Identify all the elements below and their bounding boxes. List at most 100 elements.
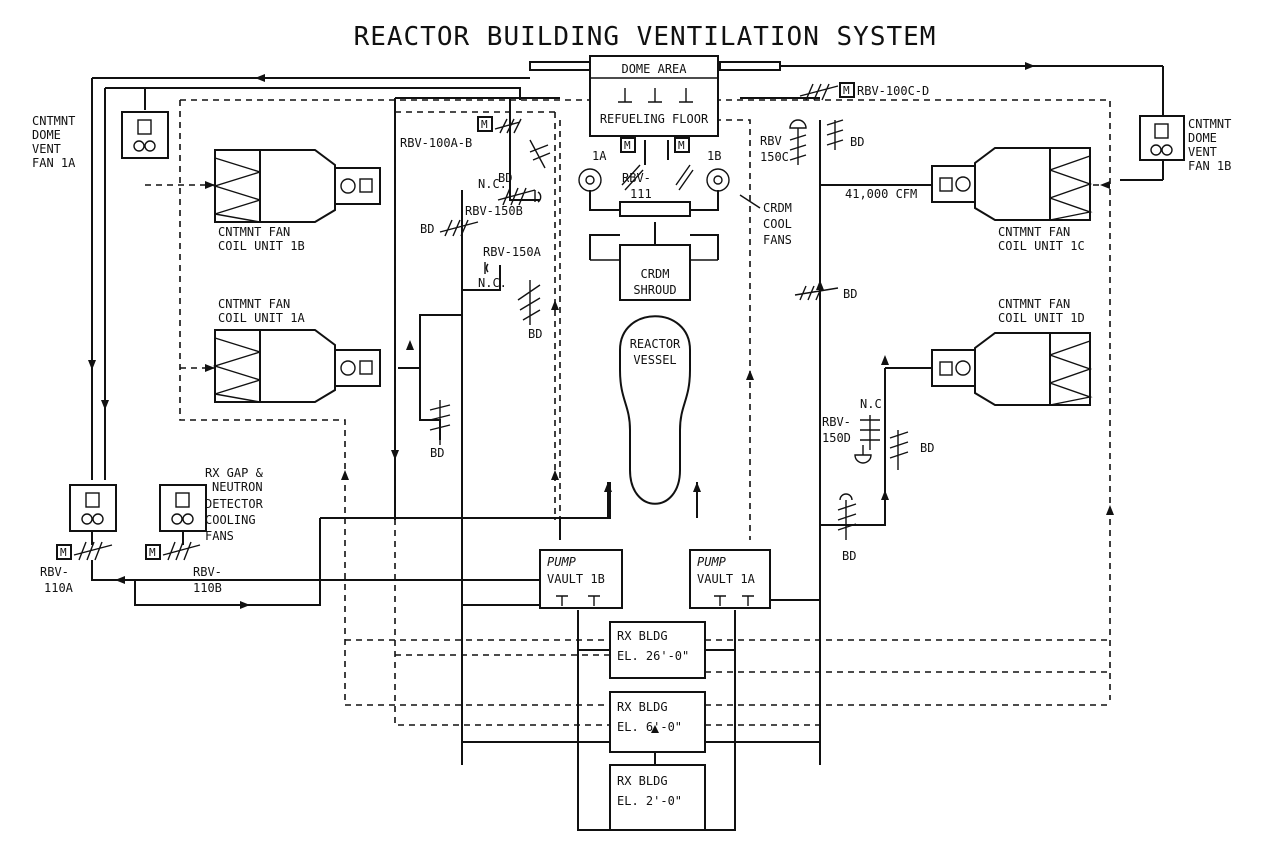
valve-rbv-100c-d: M RBV-100C-D (799, 82, 929, 101)
pump-vault-1b: PUMP VAULT 1B (539, 549, 623, 609)
fcu-1c-label-2: COIL UNIT 1C (998, 239, 1085, 253)
crdm-cool-label-3: FANS (763, 233, 792, 247)
svg-text:NEUTRON: NEUTRON (212, 480, 263, 494)
fan-coil-unit-1c: CNTMNT FAN COIL UNIT 1C (931, 147, 1093, 253)
svg-text:M: M (481, 118, 488, 131)
svg-text:RX GAP &: RX GAP & (205, 466, 264, 480)
fcu-1a-label-2: COIL UNIT 1A (218, 311, 305, 325)
crdm-cool-fans: 1A 1B CRDM COOL FANS (578, 149, 792, 247)
svg-text:150D: 150D (822, 431, 851, 445)
flow-arrows (88, 62, 1114, 733)
svg-text:RBV-: RBV- (193, 565, 222, 579)
svg-text:BD: BD (843, 287, 857, 301)
dome-fan-1a-label-3: VENT (32, 142, 61, 156)
fcu-1b-label-1: CNTMNT FAN (218, 225, 290, 239)
valve-rbv-150b: N.C. BD RBV-150B (465, 139, 551, 218)
pump-vault-1a: PUMP VAULT 1A (689, 549, 771, 609)
fcu-1d-label-2: COIL UNIT 1D (998, 311, 1085, 325)
svg-text:BD: BD (920, 441, 934, 455)
dome-fan-1b-label-2: DOME (1188, 131, 1217, 145)
svg-text:N.C.: N.C. (860, 397, 889, 411)
svg-text:DETECTOR: DETECTOR (205, 497, 264, 511)
fcu-1d-label-1: CNTMNT FAN (998, 297, 1070, 311)
fan-coil-unit-1b: CNTMNT FAN COIL UNIT 1B (212, 149, 381, 253)
svg-text:EL. 6'-0": EL. 6'-0" (617, 720, 682, 734)
svg-text:EL. 2'-0": EL. 2'-0" (617, 794, 682, 808)
crdm-shroud: CRDM SHROUD (590, 244, 718, 301)
valve-bd-right-mid: BD (794, 285, 857, 301)
svg-text:SHROUD: SHROUD (633, 283, 676, 297)
reactor-vessel: REACTOR VESSEL (619, 315, 691, 505)
crdm-cool-label-1: CRDM (763, 201, 792, 215)
valve-rbv-110b: M RBV- 110B (145, 541, 222, 595)
svg-text:COOLING: COOLING (205, 513, 256, 527)
svg-text:110B: 110B (193, 581, 222, 595)
svg-text:VAULT 1A: VAULT 1A (697, 572, 756, 586)
dome-fan-1b-label-4: FAN 1B (1188, 159, 1231, 173)
svg-text:RX BLDG: RX BLDG (617, 629, 668, 643)
crdm-cool-label-2: COOL (763, 217, 792, 231)
dome-area-box: DOME AREA REFUELING FLOOR (589, 55, 719, 137)
svg-text:CRDM: CRDM (641, 267, 670, 281)
svg-text:M: M (843, 84, 850, 97)
dome-vent-fan-1b: CNTMNT DOME VENT FAN 1B (1139, 115, 1231, 173)
fcu-1c-label-1: CNTMNT FAN (998, 225, 1070, 239)
svg-text:BD: BD (498, 171, 512, 185)
svg-text:BD: BD (842, 549, 856, 563)
rx-bldg-el-6: RX BLDG EL. 6'-0" (609, 691, 706, 753)
valve-rbv-110a: M RBV- 110A (40, 541, 113, 595)
valve-bd-right-low: BD (837, 493, 856, 563)
svg-text:RBV-: RBV- (622, 171, 651, 185)
svg-text:VESSEL: VESSEL (633, 353, 676, 367)
dome-fan-1a-label-2: DOME (32, 128, 61, 142)
diagram-title: REACTOR BUILDING VENTILATION SYSTEM (354, 22, 937, 52)
svg-text:111: 111 (630, 187, 652, 201)
dome-vent-fan-1a: CNTMNT DOME VENT FAN 1A (32, 111, 169, 170)
svg-text:110A: 110A (44, 581, 74, 595)
svg-text:VAULT 1B: VAULT 1B (547, 572, 605, 586)
valve-rbv-150d: N.C. RBV- 150D BD (822, 397, 934, 470)
svg-text:FANS: FANS (205, 529, 234, 543)
dome-fan-1b-label-3: VENT (1188, 145, 1217, 159)
svg-text:BD: BD (420, 222, 434, 236)
gap-cooling-fan-1 (69, 484, 117, 532)
svg-text:PUMP: PUMP (547, 555, 577, 569)
svg-text:RBV-150A: RBV-150A (483, 245, 542, 259)
svg-text:M: M (149, 546, 156, 559)
svg-text:BD: BD (528, 327, 542, 341)
valve-rbv-150c: RBV 150C BD (760, 119, 864, 165)
svg-text:RBV-100C-D: RBV-100C-D (857, 84, 929, 98)
svg-text:M: M (60, 546, 67, 559)
svg-text:BD: BD (850, 135, 864, 149)
valve-rbv-150a: RBV-150A N.C. BD (478, 245, 542, 341)
rx-bldg-el-26: RX BLDG EL. 26'-0" (609, 621, 706, 679)
flow-41000-cfm: 41,000 CFM (845, 187, 917, 201)
refueling-floor-label: REFUELING FLOOR (600, 112, 709, 126)
fan-coil-unit-1a: CNTMNT FAN COIL UNIT 1A (212, 297, 381, 403)
fcu-1b-label-2: COIL UNIT 1B (218, 239, 305, 253)
valve-rbv-111: M M RBV- 111 (620, 137, 694, 201)
valve-bd-fcu1a: BD (429, 400, 451, 460)
svg-text:RBV-150B: RBV-150B (465, 204, 523, 218)
dome-area-label: DOME AREA (621, 62, 687, 76)
svg-text:N.C.: N.C. (478, 276, 507, 290)
svg-text:RX BLDG: RX BLDG (617, 700, 668, 714)
dome-fan-1a-label-1: CNTMNT (32, 114, 75, 128)
svg-text:41,000 CFM: 41,000 CFM (845, 187, 917, 201)
gap-cooling-fans-label: RX GAP & NEUTRON DETECTOR COOLING FANS (205, 466, 264, 543)
svg-text:REACTOR: REACTOR (630, 337, 681, 351)
svg-text:RX BLDG: RX BLDG (617, 774, 668, 788)
svg-text:RBV-: RBV- (40, 565, 69, 579)
svg-text:N.C.: N.C. (478, 177, 507, 191)
valve-rbv-100a-b: M RBV-100A-B (400, 116, 522, 150)
svg-text:PUMP: PUMP (697, 555, 727, 569)
svg-text:RBV: RBV (760, 134, 782, 148)
valve-bd-left: BD (420, 219, 479, 237)
dome-fan-1b-label-1: CNTMNT (1188, 117, 1231, 131)
svg-text:BD: BD (430, 446, 444, 460)
crdm-fan-1b-label: 1B (707, 149, 721, 163)
svg-text:M: M (624, 139, 631, 152)
svg-text:RBV-: RBV- (822, 415, 851, 429)
fan-coil-unit-1d: CNTMNT FAN COIL UNIT 1D (931, 297, 1093, 406)
dome-fan-1a-label-4: FAN 1A (32, 156, 76, 170)
